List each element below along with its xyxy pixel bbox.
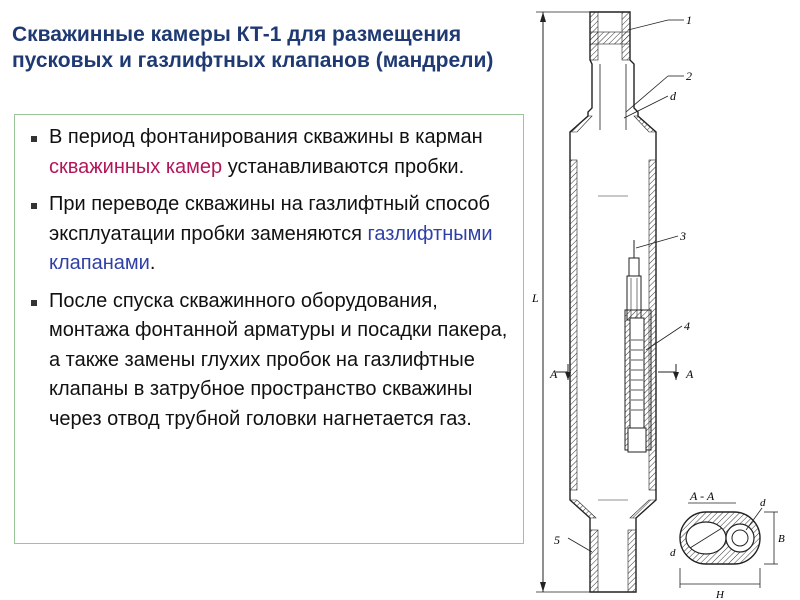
dim-d-right: d bbox=[760, 497, 766, 509]
callout-1: 1 bbox=[686, 13, 692, 27]
page-title: Скважинные камеры КТ-1 для размещения пу… bbox=[12, 23, 494, 72]
content-box: В период фонтанирования скважины в карма… bbox=[14, 114, 524, 544]
dim-H: H bbox=[715, 589, 725, 600]
callout-d: d bbox=[670, 89, 677, 103]
svg-text:A: A bbox=[685, 367, 694, 381]
callout-4: 4 bbox=[684, 319, 690, 333]
dimension-L: L bbox=[531, 11, 590, 593]
mandrel-body bbox=[569, 11, 657, 593]
mandrel-technical-drawing: L A bbox=[531, 11, 785, 600]
term-gaslift-valves: газлифтными клапанами bbox=[49, 222, 493, 275]
section-title: A - A bbox=[689, 489, 715, 503]
callout-5: 5 bbox=[554, 533, 560, 547]
svg-text:A: A bbox=[549, 367, 558, 381]
dim-B: B bbox=[778, 533, 785, 545]
bullet-list: В период фонтанирования скважины в карма… bbox=[15, 115, 523, 434]
bullet-item-2: При переводе скважины на газлифтный спос… bbox=[29, 190, 515, 279]
bullet-square-icon bbox=[31, 136, 37, 142]
callout-3: 3 bbox=[679, 229, 686, 243]
bullet-square-icon bbox=[31, 203, 37, 209]
gaslift-valve bbox=[624, 240, 652, 453]
bullet-item-3: После спуска скважинного оборудования, м… bbox=[29, 287, 515, 435]
callout-2: 2 bbox=[686, 69, 692, 83]
label-L: L bbox=[531, 291, 539, 305]
callouts bbox=[567, 19, 684, 553]
section-marker-right: A bbox=[658, 364, 694, 381]
cross-section-A-A: A - A d d B H bbox=[670, 489, 785, 600]
section-marker-left: A bbox=[549, 364, 571, 381]
bullet-square-icon bbox=[31, 299, 37, 306]
bullet-item-1: В период фонтанирования скважины в карма… bbox=[29, 123, 515, 182]
term-well-chambers: скважинных камер bbox=[49, 155, 223, 178]
dim-d-left: d bbox=[670, 547, 676, 559]
